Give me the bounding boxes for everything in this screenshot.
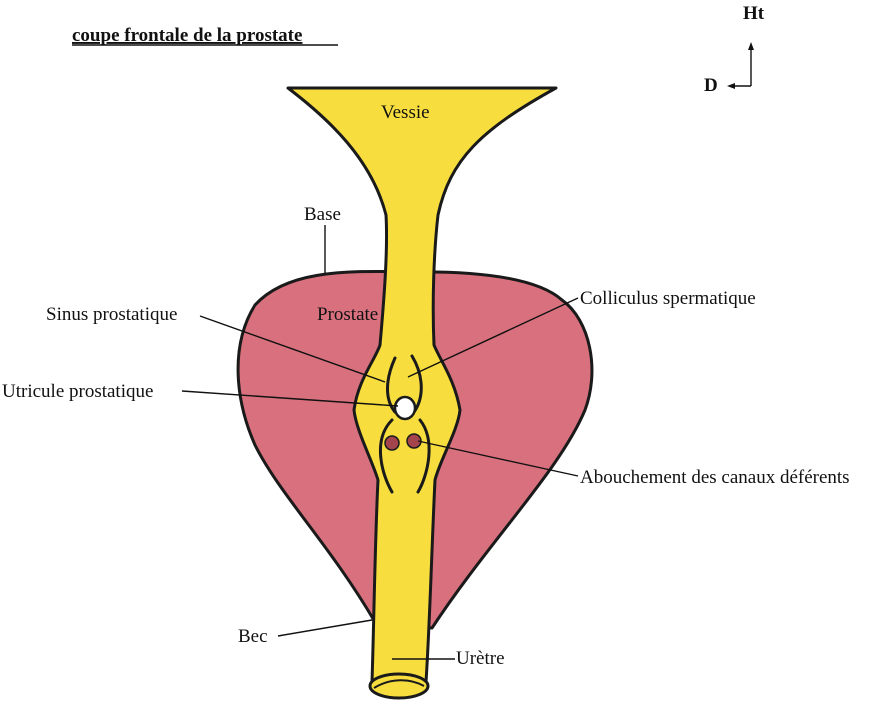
- left-lower-fold: [378, 418, 394, 494]
- orientation-compass: Ht D: [704, 3, 765, 96]
- urethra-opening-inner: [373, 679, 425, 689]
- diagram-title: coupe frontale de la prostate: [72, 25, 302, 46]
- label-uretre: Urètre: [456, 648, 505, 669]
- compass-left-arrowhead: [727, 83, 735, 89]
- label-sinus-prostatique: Sinus prostatique: [46, 304, 177, 325]
- left-sinus-wall: [386, 356, 397, 414]
- sinus-leader: [199, 315, 386, 383]
- urethra-opening: [368, 672, 430, 700]
- label-abouchement: Abouchement des canaux déférents: [580, 467, 850, 488]
- compass-up-arrowhead: [748, 42, 754, 50]
- label-prostate: Prostate: [317, 304, 378, 325]
- compass-up-label: Ht: [743, 3, 765, 24]
- label-vessie: Vessie: [381, 102, 430, 123]
- utricle-opening: [393, 395, 417, 421]
- colliculus-leader: [407, 297, 579, 378]
- left-duct-opening: [384, 435, 400, 451]
- label-base: Base: [304, 204, 341, 225]
- label-bec: Bec: [238, 626, 268, 647]
- right-lower-fold: [416, 418, 431, 494]
- label-utricule-prostatique: Utricule prostatique: [2, 381, 153, 402]
- utricule-leader: [181, 390, 399, 407]
- compass-side-label: D: [704, 75, 718, 96]
- bec-leader: [277, 619, 373, 637]
- abouchement-leader: [417, 440, 579, 477]
- label-colliculus-spermatique: Colliculus spermatique: [580, 288, 756, 309]
